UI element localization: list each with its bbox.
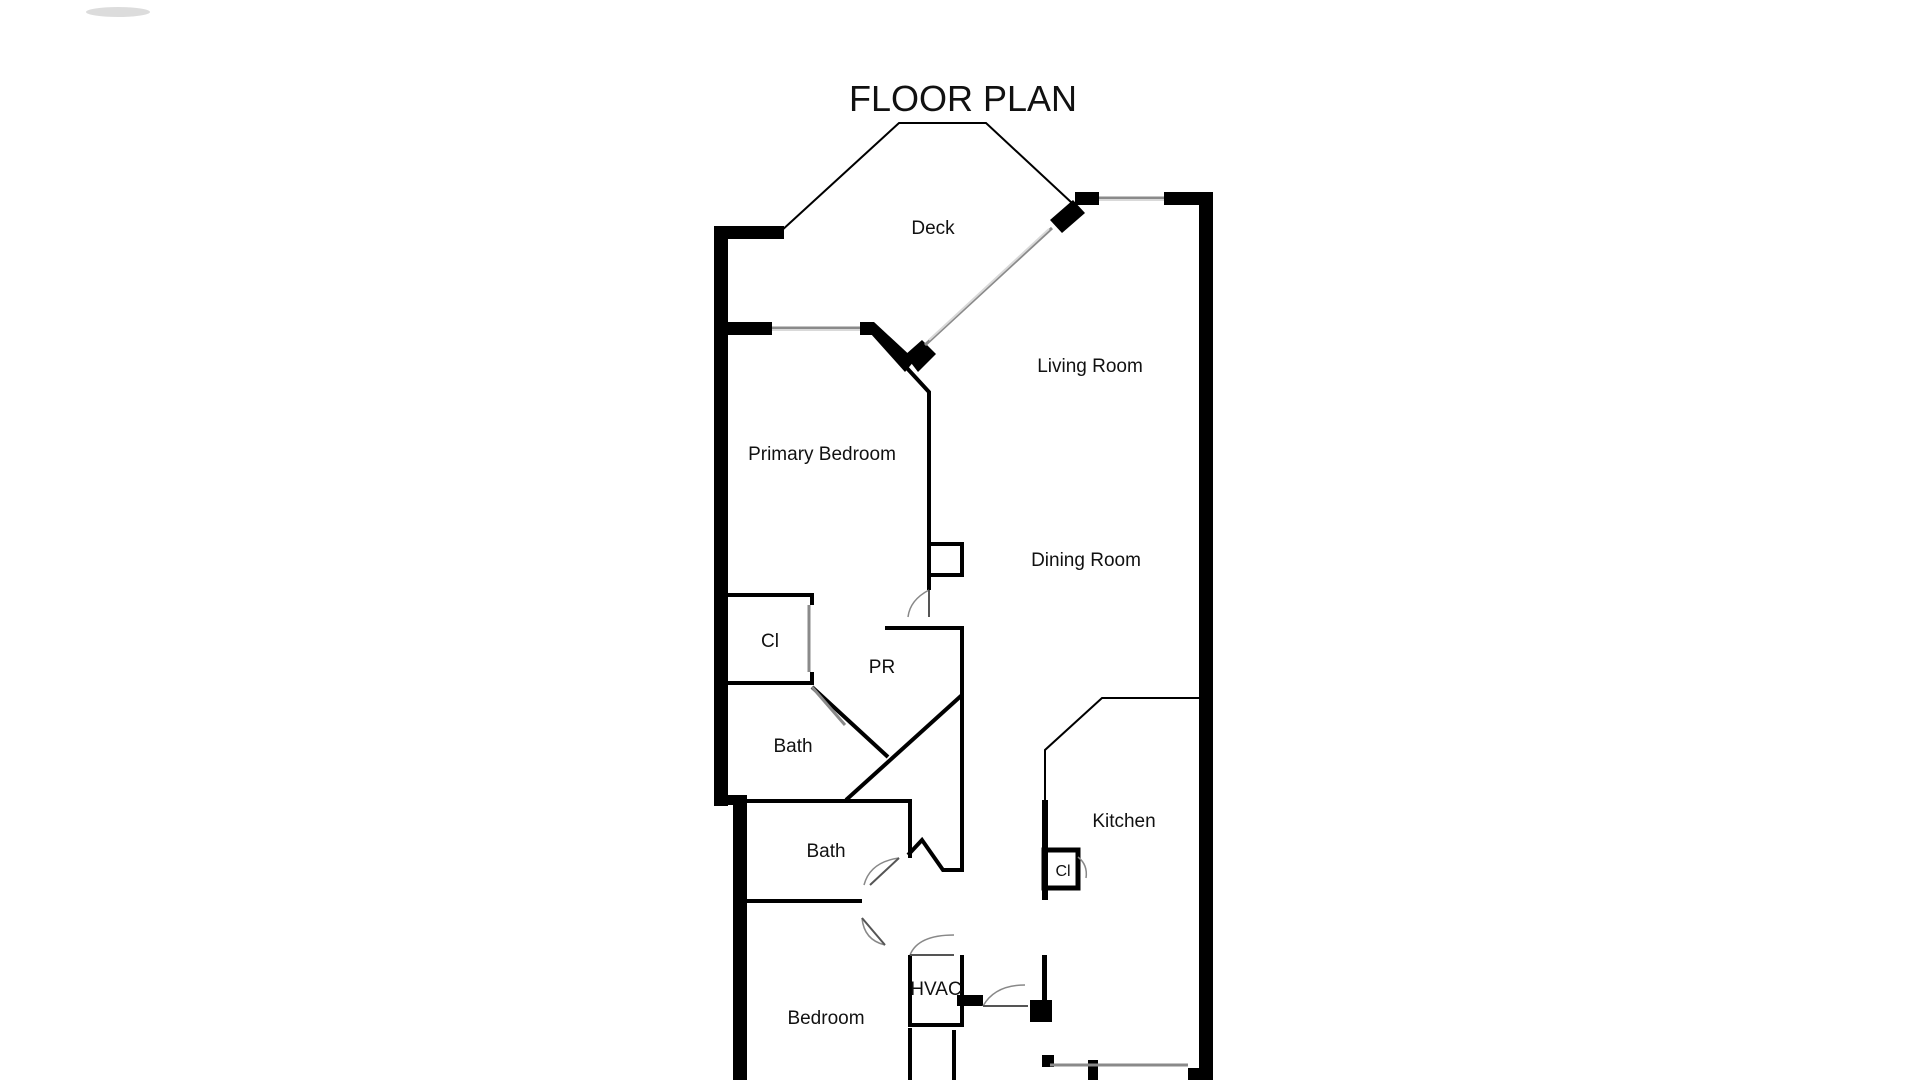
closet-box — [1041, 847, 1081, 891]
room-label-bath: Bath — [773, 736, 812, 757]
door-swing — [982, 984, 1026, 1007]
partition — [885, 626, 964, 872]
column — [927, 542, 964, 577]
room-label-bedroom: Bedroom — [787, 1008, 864, 1029]
room-label-hvac: HVAC — [910, 979, 961, 1000]
partition — [844, 693, 964, 802]
sliding-door — [928, 228, 1050, 341]
partition — [903, 364, 931, 545]
room-label-closet: Cl — [761, 631, 779, 652]
door-swing — [861, 917, 886, 946]
door — [810, 686, 847, 726]
sliding-door — [923, 226, 1054, 347]
wall — [1050, 200, 1085, 233]
partition — [908, 955, 964, 1027]
room-label-living-room: Living Room — [1037, 356, 1143, 377]
plan-title: FLOOR PLAN — [849, 78, 1077, 119]
partition — [810, 685, 890, 759]
door-swing — [909, 934, 955, 956]
wall — [957, 995, 983, 1006]
room-label-closet: Cl — [1055, 863, 1070, 880]
wall — [714, 226, 784, 239]
deck-outline — [779, 122, 1073, 233]
wall — [1088, 1060, 1098, 1080]
wall — [1042, 955, 1047, 1015]
logo-mark — [86, 7, 150, 17]
door-swing — [1077, 856, 1088, 879]
wall — [1199, 192, 1213, 1080]
wall — [733, 795, 747, 1080]
wall — [1188, 1068, 1199, 1080]
partition — [728, 672, 814, 685]
room-label-dining-room: Dining Room — [1031, 550, 1141, 571]
room-label-primary-bedroom: Primary Bedroom — [748, 444, 896, 465]
door-swing — [907, 589, 930, 618]
room-label-kitchen: Kitchen — [1092, 811, 1155, 832]
room-label-deck: Deck — [911, 218, 955, 239]
partition — [728, 593, 814, 605]
wall — [1075, 192, 1099, 205]
wall — [1030, 1000, 1052, 1022]
wall — [1164, 192, 1213, 205]
wall — [714, 226, 728, 806]
wall — [905, 340, 936, 372]
door-leaf — [861, 917, 886, 946]
wall — [728, 322, 772, 335]
door-swing — [863, 857, 900, 886]
partition — [747, 799, 912, 858]
room-label-bath: Bath — [806, 841, 845, 862]
room-label-powder-room: PR — [869, 657, 895, 678]
wall — [862, 322, 915, 372]
wall — [714, 795, 747, 805]
door-leaf — [869, 857, 900, 886]
kitchen-outline — [1044, 697, 1199, 800]
